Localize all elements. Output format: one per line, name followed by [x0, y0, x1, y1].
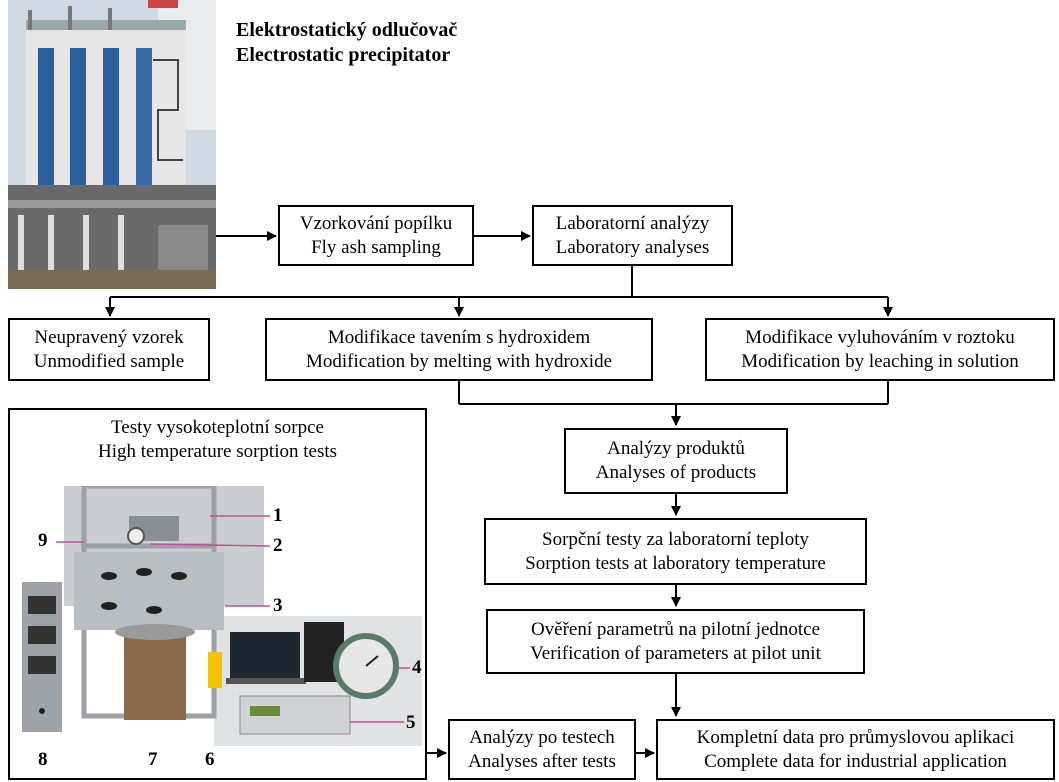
box-laboratory-analyses: Laboratorní analýzy Laboratory analyses [532, 205, 733, 266]
callout-3: 3 [273, 595, 283, 616]
pilot-cz: Ověření parametrů na pilotní jednotce [530, 618, 821, 640]
pilot-en: Verification of parameters at pilot unit [530, 642, 821, 664]
lab-en: Laboratory analyses [555, 236, 710, 258]
callout-leaders [56, 515, 410, 723]
callout-5: 5 [406, 712, 416, 733]
after-cz: Analýzy po testech [469, 726, 615, 748]
callout-1: 1 [273, 505, 283, 526]
box-high-temperature-sorption: Testy vysokoteplotní sorpce High tempera… [8, 408, 427, 780]
unmodified-en: Unmodified sample [33, 350, 185, 372]
diagram-title: Elektrostatický odlučovač Electrostatic … [236, 18, 457, 68]
sampling-en: Fly ash sampling [311, 236, 441, 258]
precipitator-photo [8, 0, 216, 289]
callout-4: 4 [412, 657, 422, 678]
melting-en: Modification by melting with hydroxide [305, 350, 613, 372]
callout-8: 8 [38, 749, 48, 770]
title-en: Electrostatic precipitator [236, 44, 451, 66]
high-temp-en: High temperature sorption tests [97, 441, 338, 462]
leaching-cz: Modifikace vyluhováním v roztoku [745, 326, 1015, 348]
apparatus-photo [14, 486, 422, 746]
products-en: Analyses of products [595, 462, 757, 483]
melting-cz: Modifikace tavením s hydroxidem [327, 326, 591, 348]
high-temp-cz: Testy vysokoteplotní sorpce [111, 417, 324, 438]
box-sorption-lab-temperature: Sorpční testy za laboratorní teploty Sor… [484, 518, 867, 585]
leaching-en: Modification by leaching in solution [741, 350, 1019, 372]
callout-9: 9 [38, 530, 48, 551]
box-verification-pilot-unit: Ověření parametrů na pilotní jednotce Ve… [486, 609, 865, 674]
after-en: Analyses after tests [468, 750, 616, 772]
box-analyses-of-products: Analýzy produktů Analyses of products [564, 428, 788, 494]
lab-cz: Laboratorní analýzy [555, 212, 710, 234]
sorption-lab-en: Sorption tests at laboratory temperature [525, 552, 826, 574]
box-modification-melting: Modifikace tavením s hydroxidem Modifica… [265, 318, 653, 381]
unmodified-cz: Neupravený vzorek [34, 326, 184, 348]
box-modification-leaching: Modifikace vyluhováním v roztoku Modific… [705, 318, 1055, 381]
box-analyses-after-tests: Analýzy po testech Analyses after tests [448, 719, 636, 780]
products-cz: Analýzy produktů [607, 438, 745, 459]
callout-6: 6 [205, 749, 215, 770]
sampling-cz: Vzorkování popílku [299, 212, 453, 234]
callout-2: 2 [273, 535, 283, 556]
complete-en: Complete data for industrial application [704, 750, 1007, 772]
high-temp-header: Testy vysokoteplotní sorpce High tempera… [10, 416, 425, 464]
title-cz: Elektrostatický odlučovač [236, 19, 458, 41]
complete-cz: Kompletní data pro průmyslovou aplikaci [696, 726, 1015, 748]
box-unmodified-sample: Neupravený vzorek Unmodified sample [8, 318, 210, 381]
box-fly-ash-sampling: Vzorkování popílku Fly ash sampling [278, 205, 474, 266]
sorption-lab-cz: Sorpční testy za laboratorní teploty [542, 528, 809, 550]
box-complete-data: Kompletní data pro průmyslovou aplikaci … [656, 719, 1055, 780]
callout-7: 7 [148, 749, 158, 770]
